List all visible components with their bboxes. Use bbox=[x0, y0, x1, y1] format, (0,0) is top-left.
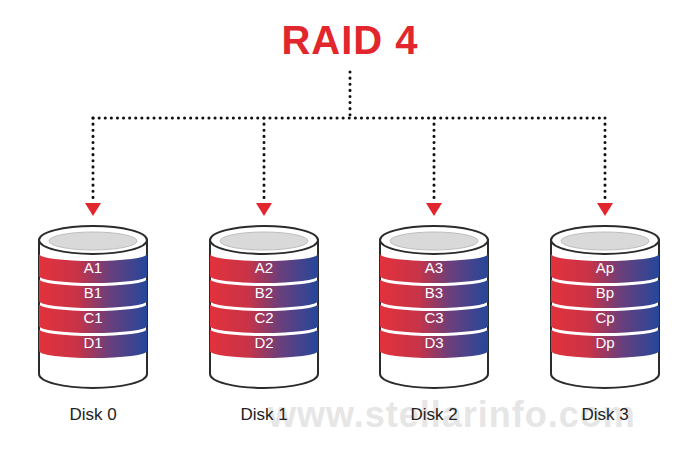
data-block-band: C3 bbox=[380, 304, 488, 334]
block-label: Bp bbox=[551, 284, 659, 302]
block-label: B1 bbox=[39, 284, 147, 302]
data-block-band: A1 bbox=[39, 254, 147, 284]
block-label: B3 bbox=[380, 284, 488, 302]
data-block-band: A2 bbox=[210, 254, 318, 284]
diagram-title: RAID 4 bbox=[0, 18, 700, 63]
block-label: A3 bbox=[380, 259, 488, 277]
disk-label: Disk 1 bbox=[188, 405, 340, 425]
disk-cylinder: Disk 0A1B1C1D1 bbox=[37, 224, 149, 434]
data-block-band: C2 bbox=[210, 304, 318, 334]
block-label: C1 bbox=[39, 309, 147, 327]
data-block-band: D2 bbox=[210, 329, 318, 359]
disk-label: Disk 3 bbox=[529, 405, 681, 425]
disk-label: Disk 0 bbox=[17, 405, 169, 425]
block-label: A2 bbox=[210, 259, 318, 277]
disk-label: Disk 2 bbox=[358, 405, 510, 425]
block-label: Ap bbox=[551, 259, 659, 277]
data-block-band: D1 bbox=[39, 329, 147, 359]
data-block-band: Ap bbox=[551, 254, 659, 284]
data-block-band: B1 bbox=[39, 279, 147, 309]
data-block-band: A3 bbox=[380, 254, 488, 284]
block-label: Dp bbox=[551, 334, 659, 352]
block-label: D3 bbox=[380, 334, 488, 352]
block-label: C3 bbox=[380, 309, 488, 327]
data-block-band: D3 bbox=[380, 329, 488, 359]
block-label: A1 bbox=[39, 259, 147, 277]
data-block-band: C1 bbox=[39, 304, 147, 334]
data-block-band: Bp bbox=[551, 279, 659, 309]
disk-cylinder: Disk 1A2B2C2D2 bbox=[208, 224, 320, 434]
block-label: D2 bbox=[210, 334, 318, 352]
block-label: Cp bbox=[551, 309, 659, 327]
block-label: D1 bbox=[39, 334, 147, 352]
block-label: B2 bbox=[210, 284, 318, 302]
data-block-band: B2 bbox=[210, 279, 318, 309]
data-block-band: Cp bbox=[551, 304, 659, 334]
block-label: C2 bbox=[210, 309, 318, 327]
disk-cylinder: Disk 3ApBpCpDp bbox=[549, 224, 661, 434]
data-block-band: Dp bbox=[551, 329, 659, 359]
data-block-band: B3 bbox=[380, 279, 488, 309]
disk-cylinder: Disk 2A3B3C3D3 bbox=[378, 224, 490, 434]
